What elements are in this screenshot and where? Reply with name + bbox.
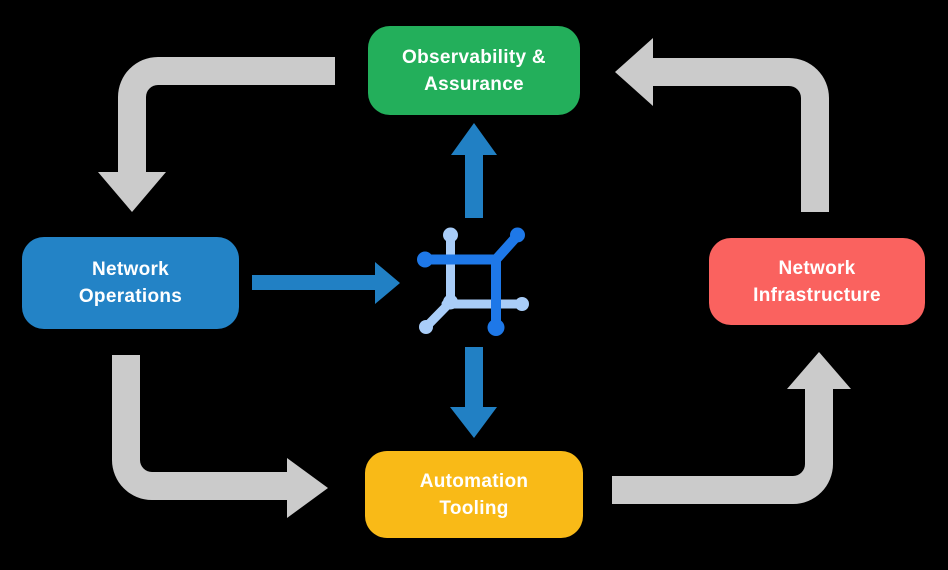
node-automation-tooling: Automation Tooling	[365, 451, 583, 538]
node-label-line: Infrastructure	[753, 284, 881, 306]
network-automation-icon	[417, 227, 529, 336]
icon-node-bottom-left-corner	[443, 294, 458, 310]
icon-node-right	[515, 297, 529, 311]
cycle-arrow-infrastructure-to-observability	[615, 38, 829, 212]
icon-node-top	[443, 227, 458, 243]
flow-arrow-icon-to-observability	[451, 123, 497, 218]
icon-light-nodes	[419, 227, 529, 334]
cycle-arrow-observability-to-operations	[98, 57, 335, 212]
flow-arrow-icon-to-automation	[450, 347, 497, 438]
cycle-arrow-operations-to-automation	[112, 355, 328, 518]
icon-node-top-right	[510, 227, 525, 243]
flow-arrow-operations-to-icon	[252, 262, 400, 304]
node-label-line: Observability &	[402, 46, 546, 68]
icon-node-left	[417, 251, 433, 268]
node-network-operations: Network Operations	[22, 237, 239, 329]
node-label-line: Network	[91, 259, 170, 280]
node-network-infrastructure: Network Infrastructure	[709, 238, 925, 325]
icon-dark-nodes	[417, 227, 525, 336]
node-label-line: Assurance	[424, 73, 524, 95]
node-label-line: Automation	[419, 470, 529, 492]
icon-node-bottom	[487, 319, 505, 336]
node-label-line: Operations	[78, 286, 183, 307]
node-label-line: Network	[778, 257, 856, 279]
cycle-arrow-automation-to-infrastructure	[612, 352, 851, 504]
icon-node-bottom-left	[419, 320, 433, 334]
node-label-line: Tooling	[439, 497, 509, 519]
node-observability-assurance: Observability & Assurance	[368, 26, 580, 115]
